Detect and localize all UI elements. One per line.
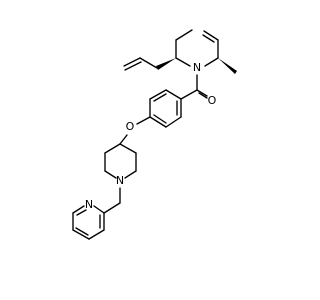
- bond: [198, 92, 208, 99]
- bond: [165, 116, 182, 128]
- ether-bond: [119, 134, 128, 145]
- bond: [196, 89, 208, 97]
- bond: [88, 229, 105, 240]
- bond: [72, 229, 90, 240]
- molecule-drawing: N O O N: [72, 29, 237, 240]
- bond: [76, 209, 87, 216]
- bond: [93, 205, 105, 214]
- bond: [204, 57, 219, 67]
- bond: [104, 143, 121, 154]
- ether-oxygen-label: O: [126, 120, 135, 133]
- benzene-ring: [149, 89, 182, 128]
- bond: [175, 29, 193, 41]
- bond: [203, 30, 219, 41]
- bond: [149, 89, 167, 100]
- tetrahydropyridine-ring: [175, 29, 219, 67]
- carbonyl-group: [180, 74, 208, 100]
- ring-nitrogen-label: N: [193, 61, 201, 74]
- structure-canvas: N O O N: [72, 29, 237, 240]
- bond: [180, 89, 198, 100]
- allyl-wedge: [156, 58, 176, 70]
- bond: [165, 89, 182, 100]
- piperidine-ring: [104, 143, 137, 179]
- bond: [124, 61, 142, 71]
- bond: [153, 93, 167, 102]
- carbonyl-oxygen-label: O: [208, 94, 217, 107]
- bond: [124, 170, 137, 179]
- bond: [153, 114, 167, 124]
- bond: [139, 57, 158, 69]
- bond: [119, 143, 137, 154]
- allyl-chain: [123, 57, 158, 71]
- methylene-bond: [103, 202, 121, 214]
- bond: [72, 205, 85, 214]
- bond: [175, 57, 191, 67]
- pyridine-nitrogen-label: N: [85, 198, 93, 211]
- ether-bond: [136, 116, 151, 125]
- bond: [104, 170, 117, 179]
- bond: [123, 57, 141, 67]
- bond: [149, 116, 167, 128]
- bond: [202, 34, 215, 43]
- pyridine-ring: [72, 205, 105, 240]
- bond: [75, 227, 89, 236]
- piperidine-nitrogen-label: N: [116, 174, 124, 187]
- methyl-wedge: [218, 58, 237, 74]
